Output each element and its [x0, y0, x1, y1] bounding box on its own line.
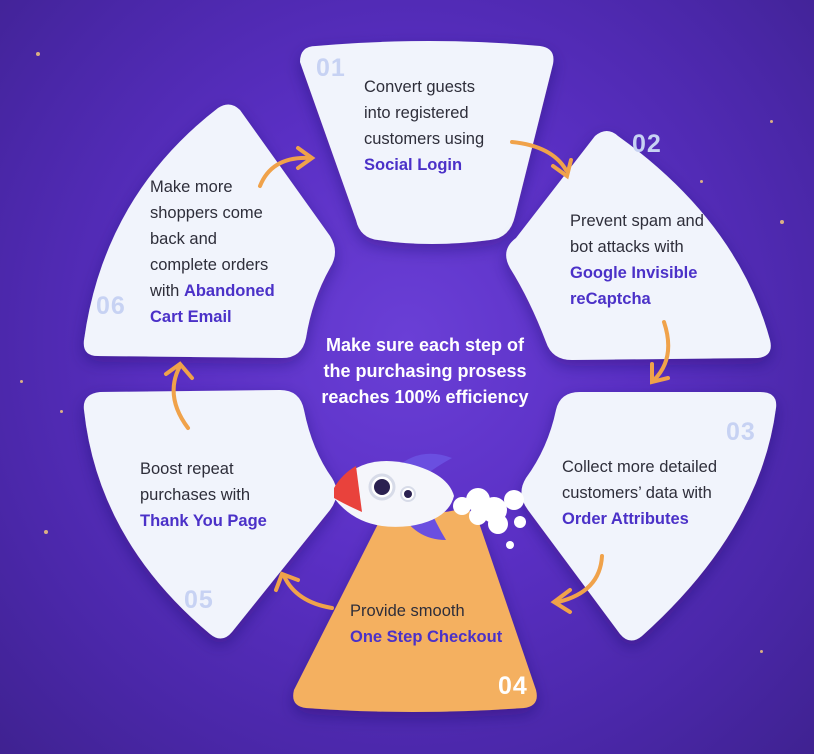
- step-02-text: Prevent spam and bot attacks with Google…: [570, 208, 760, 312]
- step-04-highlight[interactable]: One Step Checkout: [350, 628, 503, 646]
- arrow-head: [274, 571, 300, 592]
- step-06-line: shoppers come: [150, 204, 263, 222]
- step-05-number: 05: [184, 586, 214, 614]
- step-06-highlight[interactable]: Abandoned: [183, 282, 275, 300]
- step-06-line: with Abandoned: [150, 278, 320, 304]
- sparkle: [44, 530, 48, 534]
- step-06-highlight[interactable]: Cart Email: [150, 308, 232, 326]
- center-title: Make sure each step of the purchasing pr…: [300, 332, 550, 410]
- step-03-line: Collect more detailed: [562, 458, 717, 476]
- arrow-06-01: [258, 155, 312, 188]
- step-01-number: 01: [316, 54, 346, 82]
- step-05-line: purchases with: [140, 486, 251, 504]
- arrow-head: [550, 588, 572, 614]
- step-06-prefix: with: [150, 282, 184, 300]
- step-02-highlight[interactable]: Google Invisible: [570, 264, 698, 282]
- rocket-icon: [334, 453, 526, 549]
- step-02-card[interactable]: [506, 131, 771, 360]
- step-01-line: Convert guests: [364, 78, 475, 96]
- step-02-number: 02: [632, 130, 662, 158]
- arrow-head: [164, 361, 194, 380]
- step-03-card[interactable]: [521, 392, 777, 641]
- sparkle: [60, 410, 63, 413]
- sparkle: [36, 52, 40, 56]
- step-04-number: 04: [498, 672, 528, 700]
- arrows: [164, 140, 671, 614]
- sparkle: [760, 650, 763, 653]
- step-04-card[interactable]: [293, 509, 537, 712]
- center-line: reaches 100% efficiency: [321, 387, 529, 407]
- step-01-line: customers using: [364, 130, 485, 148]
- arrow-01-02: [510, 140, 568, 172]
- step-05-card[interactable]: [83, 390, 337, 639]
- center-line: Make sure each step of: [325, 335, 525, 355]
- step-03-highlight[interactable]: Order Attributes: [562, 510, 689, 528]
- step-06-line: back and: [150, 230, 217, 248]
- sparkle: [780, 220, 784, 224]
- sparkle: [770, 120, 773, 123]
- step-01-highlight[interactable]: Social Login: [364, 156, 463, 174]
- step-06-text: Make more shoppers come back and complet…: [150, 174, 320, 330]
- cloud-icon: [453, 488, 526, 549]
- step-03-text: Collect more detailed customers’ data wi…: [562, 454, 762, 532]
- step-02-line: bot attacks with: [570, 238, 684, 256]
- sparkle: [700, 180, 703, 183]
- step-03-line: customers’ data with: [562, 484, 712, 502]
- step-05-highlight[interactable]: Thank You Page: [140, 512, 267, 530]
- arrow-05-06: [171, 364, 190, 430]
- arrow-head: [650, 362, 670, 385]
- step-04-line: Provide smooth: [350, 602, 465, 620]
- step-03-number: 03: [726, 418, 756, 446]
- step-05-text: Boost repeat purchases with Thank You Pa…: [140, 456, 310, 534]
- arrow-head: [551, 158, 573, 180]
- arrow-head: [296, 146, 316, 170]
- step-04-text: Provide smooth One Step Checkout: [350, 598, 540, 650]
- center-line: the purchasing prosess: [323, 361, 527, 381]
- step-01-card[interactable]: [300, 41, 554, 244]
- step-01-line: into registered: [364, 104, 469, 122]
- step-06-line: Make more: [150, 178, 233, 196]
- arrow-04-05: [282, 574, 334, 610]
- step-02-highlight[interactable]: reCaptcha: [570, 290, 651, 308]
- step-06-line: complete orders: [150, 256, 269, 274]
- arrow-02-03: [652, 320, 671, 382]
- step-02-line: Prevent spam and: [570, 212, 704, 230]
- step-05-line: Boost repeat: [140, 460, 234, 478]
- step-06-number: 06: [96, 292, 126, 320]
- sparkle: [20, 380, 23, 383]
- arrow-03-04: [556, 554, 604, 604]
- step-01-text: Convert guests into registered customers…: [364, 74, 544, 178]
